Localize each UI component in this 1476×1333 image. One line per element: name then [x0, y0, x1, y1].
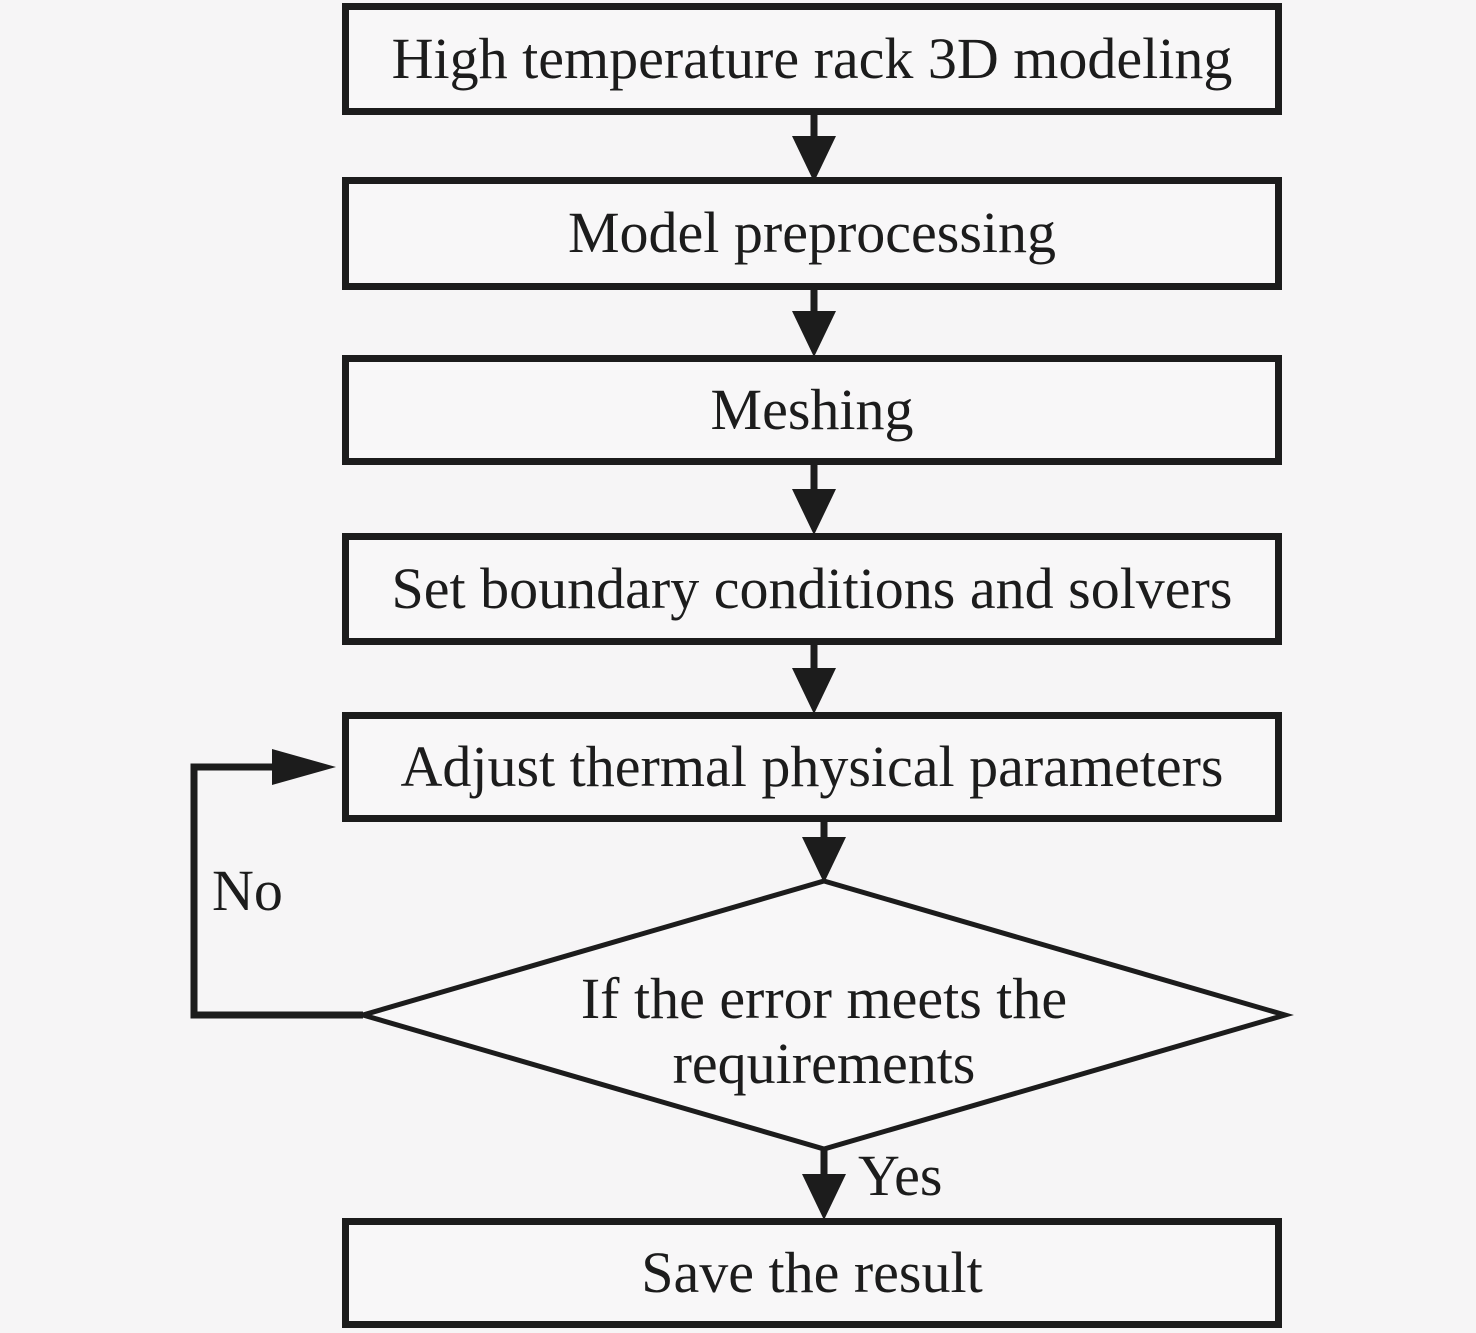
- step-modeling-label: High temperature rack 3D modeling: [391, 25, 1233, 91]
- branch-label-no: No: [212, 858, 283, 923]
- step-modeling: High temperature rack 3D modeling: [342, 3, 1282, 115]
- arrow-preprocessing-to-meshing: [792, 290, 836, 357]
- step-adjust-parameters: Adjust thermal physical parameters: [342, 712, 1282, 822]
- step-boundary-conditions-label: Set boundary conditions and solvers: [391, 555, 1233, 621]
- arrow-modeling-to-preprocessing: [792, 115, 836, 182]
- arrowhead-icon: [802, 837, 846, 883]
- arrow-adjust-to-decision: [802, 822, 846, 883]
- step-preprocessing-label: Model preprocessing: [567, 200, 1057, 266]
- arrowhead-icon: [792, 668, 836, 714]
- no-loop-arrow: [190, 749, 363, 1019]
- decision-label-line2: requirements: [672, 1031, 976, 1096]
- arrow-meshing-to-boundary: [792, 465, 836, 535]
- branch-label-yes: Yes: [858, 1143, 943, 1208]
- step-meshing: Meshing: [342, 355, 1282, 465]
- step-boundary-conditions: Set boundary conditions and solvers: [342, 533, 1282, 645]
- arrowhead-icon: [792, 136, 836, 182]
- step-meshing-label: Meshing: [710, 376, 914, 442]
- no-loop-arrowhead-icon: [272, 749, 336, 785]
- decision-label-line1: If the error meets the: [580, 966, 1068, 1031]
- step-preprocessing: Model preprocessing: [342, 177, 1282, 290]
- decision-label: If the error meets the requirements: [524, 966, 1124, 1096]
- step-adjust-parameters-label: Adjust thermal physical parameters: [400, 733, 1224, 799]
- step-save-result: Save the result: [342, 1218, 1282, 1328]
- arrow-decision-to-save: [802, 1149, 846, 1220]
- arrowhead-icon: [802, 1174, 846, 1220]
- arrowhead-icon: [792, 311, 836, 357]
- arrowhead-icon: [792, 489, 836, 535]
- arrow-boundary-to-adjust: [792, 645, 836, 714]
- step-save-result-label: Save the result: [641, 1239, 983, 1305]
